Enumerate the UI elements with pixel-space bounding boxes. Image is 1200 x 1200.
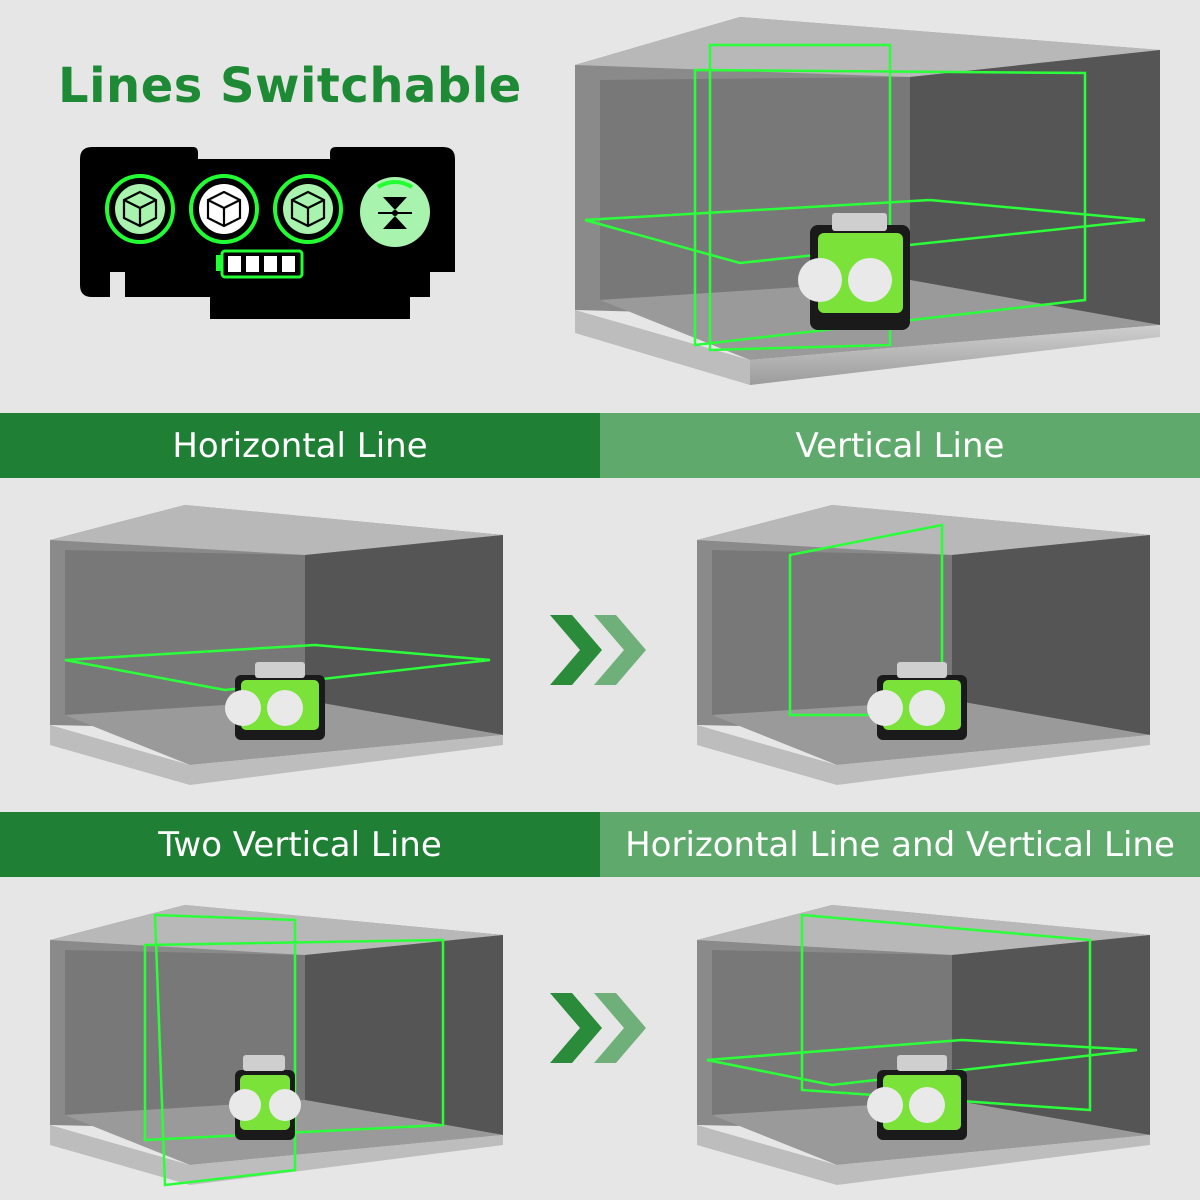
plumb-button[interactable] [360,177,430,247]
cube-icon [122,190,158,228]
battery-icon [216,249,304,279]
band-two-vertical-line: Two Vertical Line [0,812,600,877]
control-panel-graphic [80,147,455,319]
vertical-plumb-icon [378,197,412,229]
cube-button-1[interactable] [105,174,175,244]
laser-level-device [867,1055,967,1140]
laser-level-device [867,662,967,740]
scene-two-vertical-line [50,905,503,1187]
cube-icon [206,190,242,228]
double-chevron-icon [550,993,646,1063]
laser-control-panel [80,147,455,319]
page-title: Lines Switchable [58,58,522,114]
scene-vertical-line [697,505,1150,785]
band-vertical-line: Vertical Line [600,413,1200,478]
band-horizontal-line: Horizontal Line [0,413,600,478]
cube-icon [290,190,326,228]
laser-level-device [225,662,325,740]
double-chevron-icon [550,615,646,685]
scene-horizontal-line [50,505,503,785]
cube-button-3[interactable] [273,174,343,244]
laser-level-device [798,213,910,330]
cube-button-2[interactable] [189,174,259,244]
scene-all-lines [575,17,1160,385]
band-horizontal-and-vertical-line: Horizontal Line and Vertical Line [600,812,1200,877]
laser-level-device [229,1055,301,1140]
scene-horizontal-and-vertical-line [697,905,1150,1185]
